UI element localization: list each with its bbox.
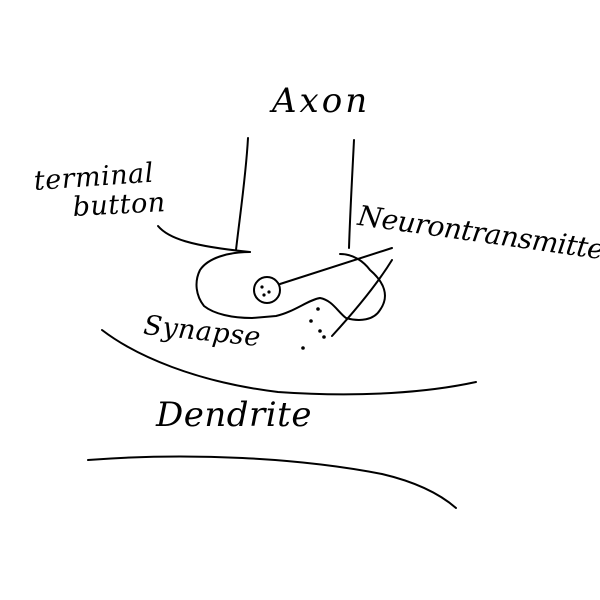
axon-left-wall [235, 137, 249, 251]
neurotransmitter-pointer-to-cleft [331, 259, 393, 337]
terminal-button-pointer [157, 225, 251, 253]
vesicle-dot [267, 290, 271, 294]
terminal-button-outline [195, 251, 386, 321]
button-label: button [71, 187, 167, 223]
axon-right-wall [348, 139, 355, 249]
released-transmitter-dot [318, 329, 322, 333]
released-transmitter-dot [316, 307, 320, 311]
vesicle-dot [262, 293, 266, 297]
axon-label: Axon [272, 81, 371, 121]
released-transmitter-dot [301, 346, 305, 350]
vesicle [253, 276, 281, 304]
neurotransmitter-pointer-to-vesicle [279, 247, 393, 285]
dendrite-label: Dendrite [156, 395, 312, 435]
released-transmitter-dot [309, 319, 313, 323]
released-transmitter-dot [322, 335, 326, 339]
dendrite-upper-membrane [101, 329, 477, 396]
dendrite-lower-membrane [87, 455, 457, 509]
vesicle-dot [260, 285, 264, 289]
